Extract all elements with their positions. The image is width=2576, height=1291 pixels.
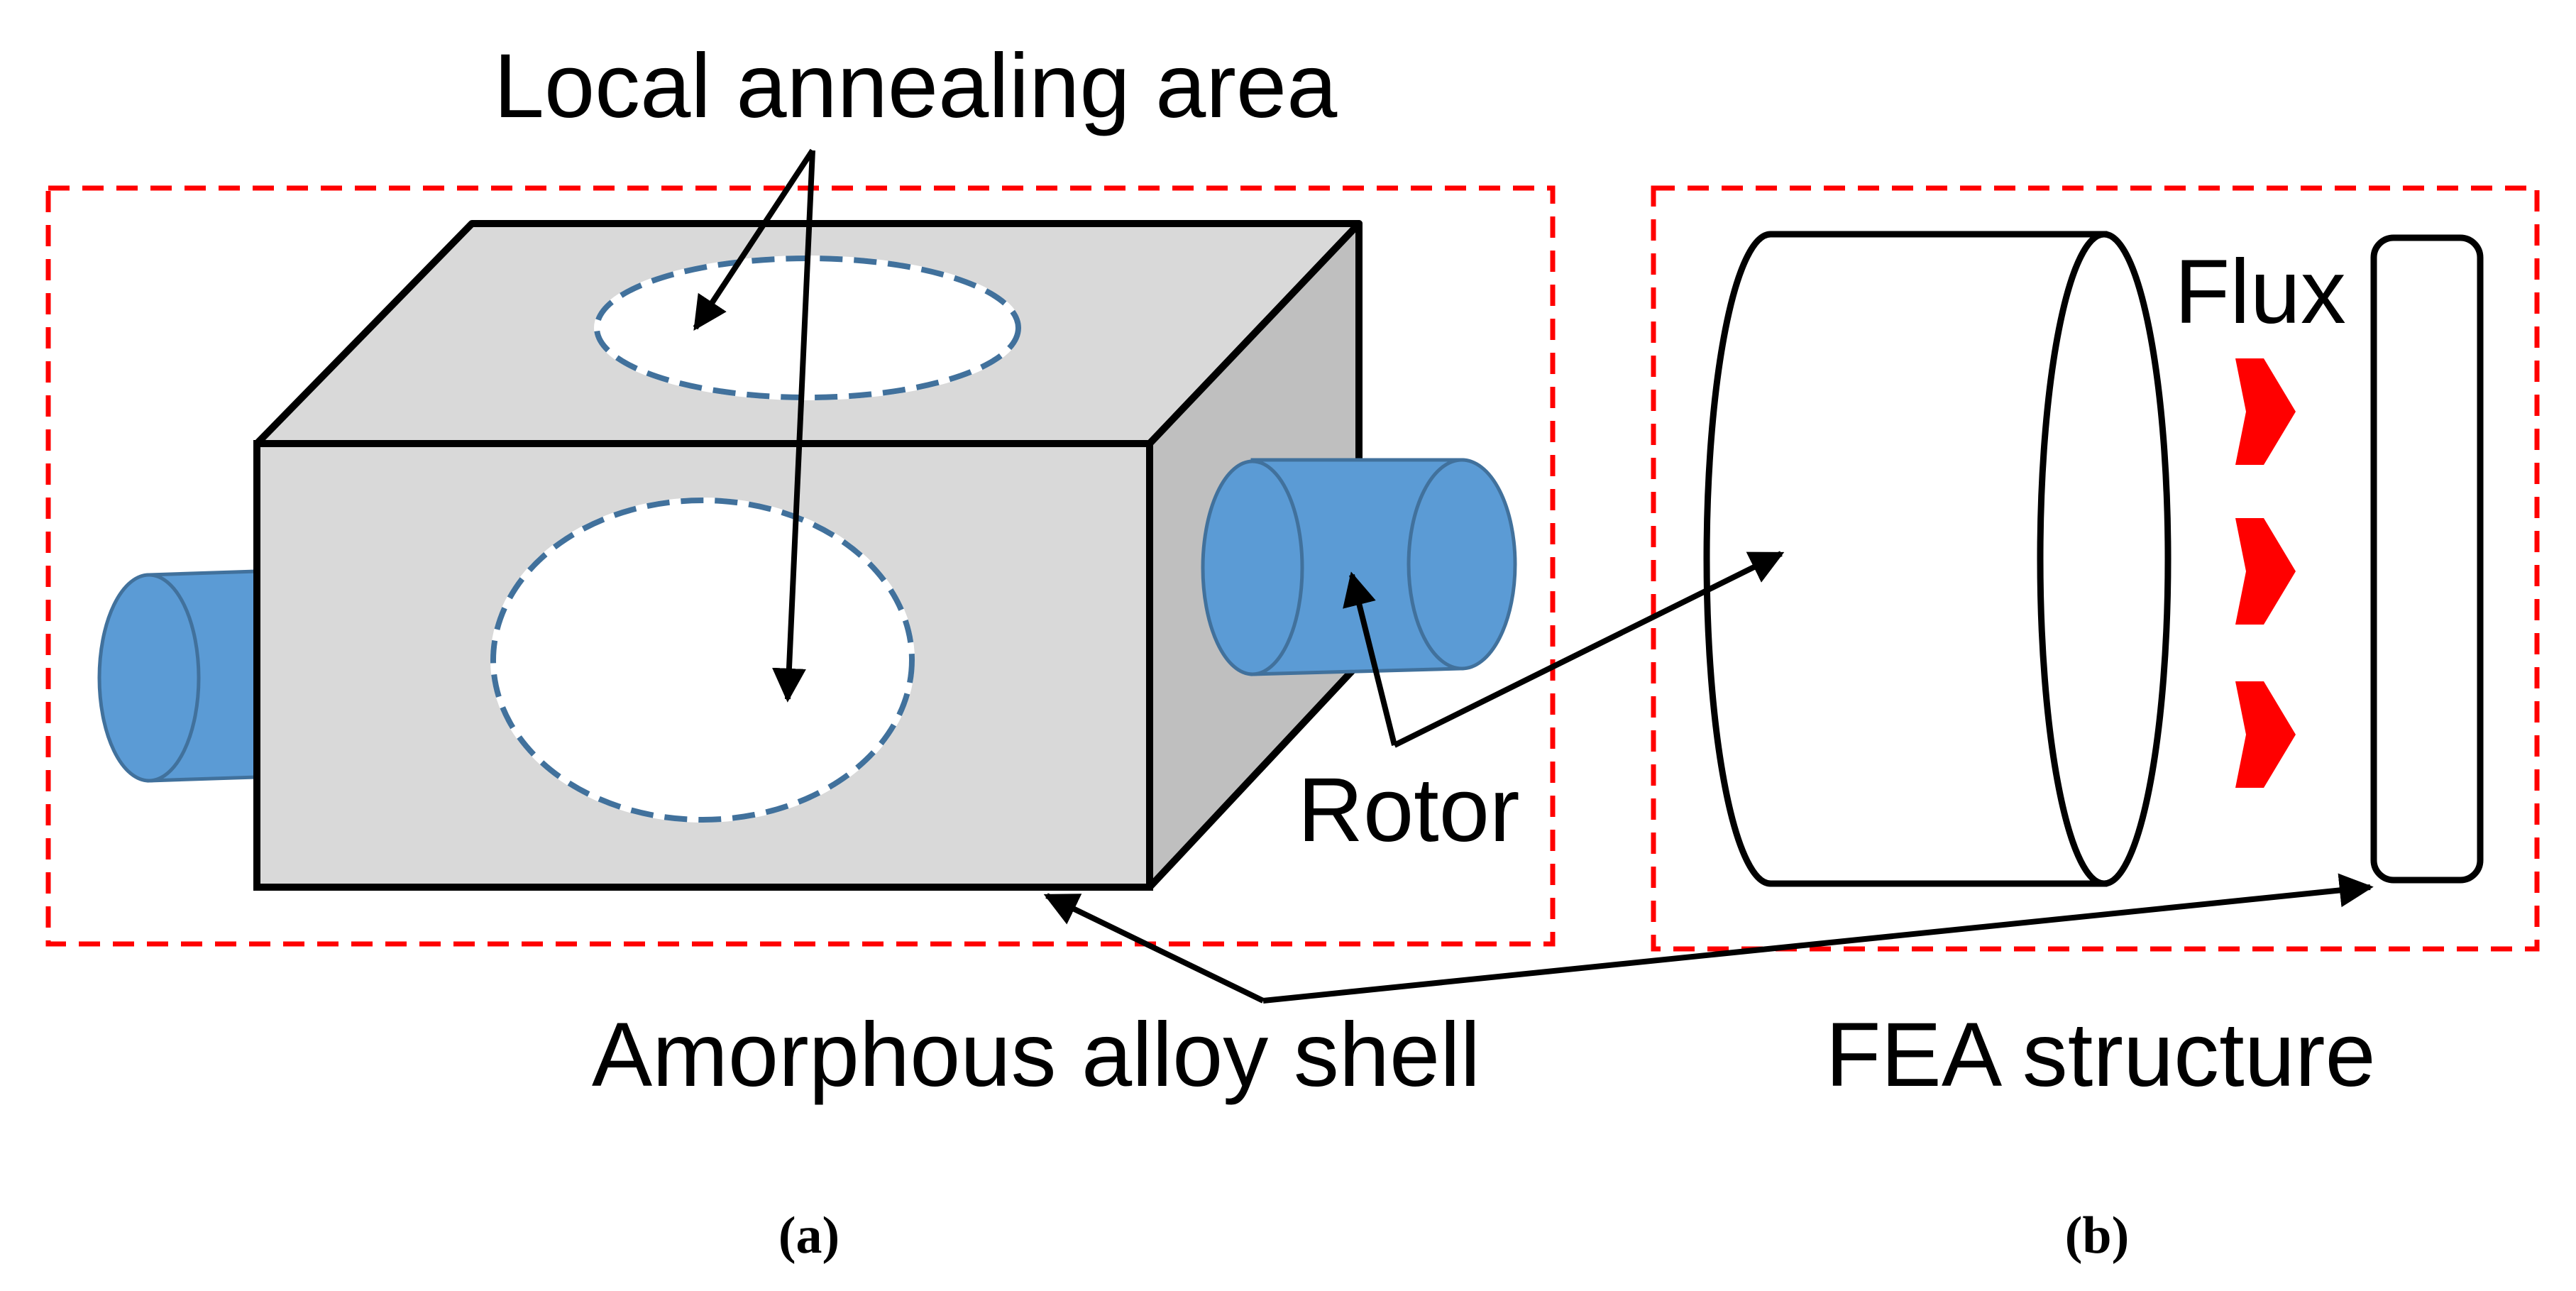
rotor-right-cylinder [1201,458,1517,676]
flux-arrows [2235,358,2296,788]
fea-rotor-disc [1703,231,2172,887]
label-local-annealing-area: Local annealing area [494,35,1338,137]
label-rotor: Rotor [1298,759,1520,861]
annealing-area-front [490,498,915,823]
panel-b-frame [1651,185,2540,952]
flux-arrow-3 [2235,681,2296,788]
fea-shell-plate [2370,234,2484,884]
arrow-shell-to-fea [1262,873,2374,1004]
arrow-rotor-to-fea [1393,551,1785,748]
caption-b: (b) [2065,1207,2129,1265]
arrow-shell [1043,893,1265,1004]
caption-a: (a) [778,1207,840,1265]
label-flux: Flux [2174,241,2346,343]
label-amorphous-alloy-shell: Amorphous alloy shell [592,1004,1480,1106]
label-fea-structure: FEA structure [1825,1004,2375,1106]
flux-arrow-2 [2235,518,2296,625]
arrow-annealing-front [771,150,815,703]
flux-arrow-1 [2235,358,2296,465]
panel-a-frame [45,185,1556,947]
arrow-rotor [1343,571,1397,746]
rotor-left-stub [97,569,259,783]
annotation-arrows [693,148,2374,1004]
arrow-annealing-top [693,148,815,331]
